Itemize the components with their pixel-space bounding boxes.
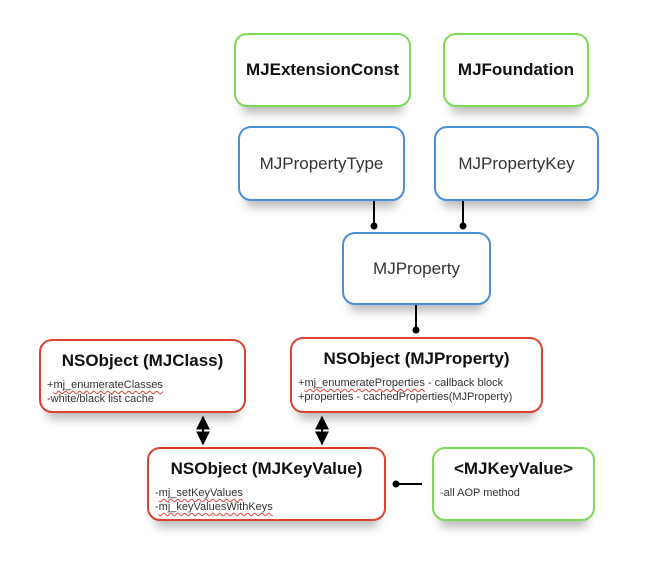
mjextensionconst-box: MJExtensionConst (234, 33, 411, 107)
method-name: mj_enumerateProperties (304, 377, 425, 389)
mjkeyvalue-protocol-title: <MJKeyValue> (453, 459, 574, 478)
method-name: mj_keyValuesWithKeys (158, 501, 273, 513)
nsobject-mjproperty-box: NSObject (MJProperty) +mj_enumeratePrope… (290, 337, 543, 413)
member-line: -mj_setKeyValues (155, 487, 243, 499)
connector-dot-protocol (392, 480, 400, 488)
mjpropertytype-box: MJPropertyType (238, 126, 405, 201)
mjfoundation-box: MJFoundation (443, 33, 589, 107)
mjproperty-box: MJProperty (342, 232, 491, 305)
mjkeyvalue-protocol-members: -all AOP method (440, 486, 587, 500)
method-name: mj_enumerateClasses (53, 379, 163, 391)
member-line: +properties - cachedProperties(MJPropert… (298, 391, 513, 403)
nsobject-mjclass-box: NSObject (MJClass) +mj_enumerateClasses … (39, 339, 246, 413)
nsobject-mjkeyvalue-title: NSObject (MJKeyValue) (170, 459, 363, 478)
connector-dot-property (412, 326, 420, 334)
nsobject-mjkeyvalue-members: -mj_setKeyValues -mj_keyValuesWithKeys (155, 486, 378, 514)
mjpropertykey-title: MJPropertyKey (458, 153, 575, 173)
nsobject-mjproperty-members: +mj_enumerateProperties - callback block… (298, 376, 535, 404)
mjproperty-title: MJProperty (373, 258, 460, 278)
nsobject-mjkeyvalue-box: NSObject (MJKeyValue) -mj_setKeyValues -… (147, 447, 386, 521)
member-line: -all AOP method (440, 487, 520, 499)
mjextensionconst-title: MJExtensionConst (245, 60, 400, 79)
mjpropertytype-title: MJPropertyType (259, 153, 384, 173)
mjfoundation-title: MJFoundation (457, 60, 575, 79)
mjpropertykey-box: MJPropertyKey (434, 126, 599, 201)
connector-dot-propertytype (370, 222, 378, 230)
member-line: -white/black list cache (47, 393, 154, 405)
nsobject-mjclass-members: +mj_enumerateClasses -white/black list c… (47, 378, 238, 406)
member-line: +mj_enumerateClasses (47, 379, 163, 391)
member-line: -mj_keyValuesWithKeys (155, 501, 273, 513)
nsobject-mjproperty-title: NSObject (MJProperty) (323, 349, 510, 368)
method-name: mj_setKeyValues (158, 487, 243, 499)
connector-dot-propertykey (459, 222, 467, 230)
mjkeyvalue-protocol-box: <MJKeyValue> -all AOP method (432, 447, 595, 521)
member-line: +mj_enumerateProperties - callback block (298, 377, 504, 389)
nsobject-mjclass-title: NSObject (MJClass) (61, 351, 224, 370)
